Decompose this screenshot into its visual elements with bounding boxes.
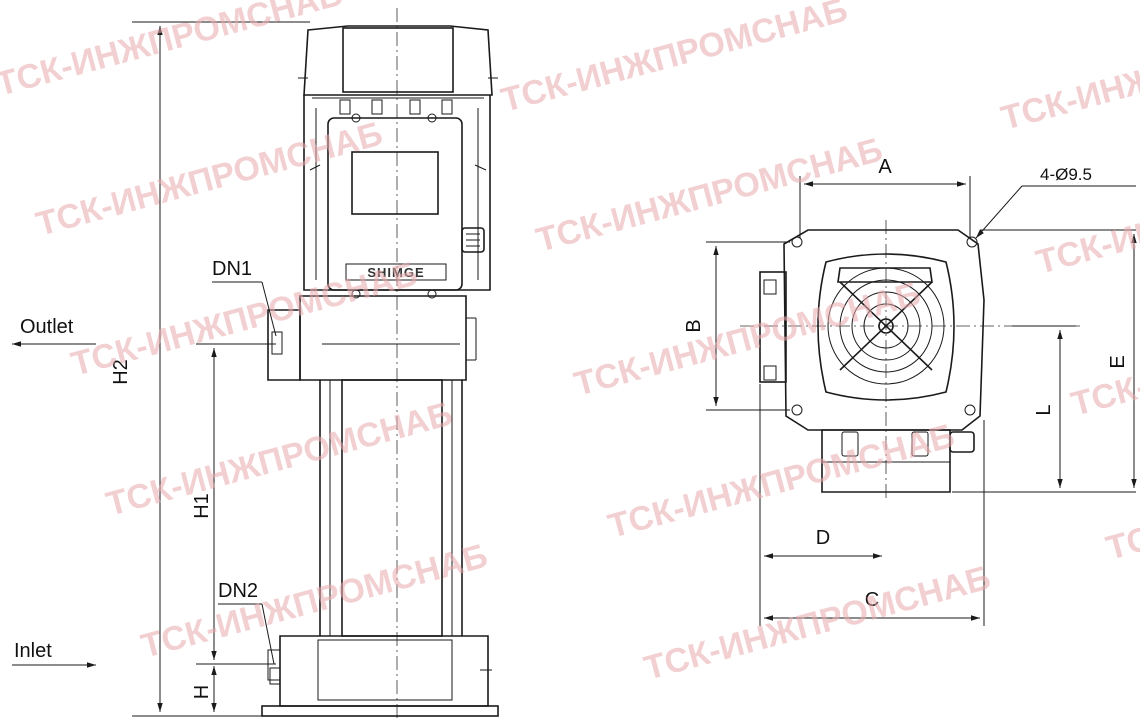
watermark: ТСК-ИНЖПРОМСНАБ [997,9,1140,138]
mount-hole-top-left [791,236,803,248]
c-label: C [865,589,879,611]
brand-label: SHIMGE [367,265,424,280]
inlet-flange [267,649,281,681]
a-label: A [878,156,892,178]
side-view-pump: SHIMGE [261,8,499,720]
pump-foot [261,705,499,717]
mount-hole-bottom-right [964,404,976,416]
holes-label: 4-Ø9.5 [1040,165,1092,184]
dn2-bolt [269,667,281,685]
b-label: B [683,319,705,332]
fan-handle [837,267,933,283]
terminal-box [327,117,463,291]
fan-cover [817,253,955,401]
l-label: L [1033,404,1055,415]
fan-grille-bar-2 [839,281,933,371]
dn2-label: DN2 [218,580,258,602]
d-label: D [816,527,830,549]
watermark: ТСК-ИНЖПРОМСНАБ [640,559,994,688]
watermark: ТСК-ИНЖПРОМСНАБ [32,115,386,244]
fan-hub [878,318,894,334]
h-label: H [191,685,213,699]
pump-base [279,635,489,707]
dn1-bolt [271,331,283,355]
watermark: ТСК-ИНЖПРОМСНАБ [102,395,456,524]
h1-label: H1 [191,493,213,519]
watermark: ТСК-ИНЖПРОМСНАБ [137,537,491,666]
watermark: ТСК-ИНЖПРОМСНАБ [0,0,347,104]
outlet-side-flange [759,271,787,383]
terminal-box-top-view [821,429,951,493]
watermark: ТСК-ИНЖПРОМСНАБ [497,0,851,120]
mount-hole-bottom-left [791,404,803,416]
watermark: ТСК-ИНЖПРОМСНАБ [532,131,886,260]
watermark: ТСК-ИНЖПРОМСНАБ [604,417,958,546]
side-view-dimensions: H2 H1 H DN1 DN2 Outlet Inlet [12,21,310,717]
watermark: ТСК-ИНЖПРОМСНАБ [1067,295,1140,424]
h2-label: H2 [110,359,132,385]
motor-top-cap [342,27,454,93]
e-label: E [1107,355,1129,368]
mount-hole-top-right [966,236,978,248]
cable-gland-top-view [949,431,975,453]
dn1-label: DN1 [212,258,252,280]
outlet-flange [267,309,301,381]
motor-square-housing [783,229,985,431]
terminal-window [351,151,439,215]
outlet-label: Outlet [20,316,74,338]
top-view-dimensions: A 4-Ø9.5 B D C L E [683,156,1137,626]
motor-fan-cover [303,25,493,96]
brand-plate [345,263,447,281]
inlet-label: Inlet [14,640,52,662]
watermarks: ТСК-ИНЖПРОМСНАБ ТСК-ИНЖПРОМСНАБ ТСК-ИНЖП… [0,0,1140,688]
cable-gland [461,227,485,253]
